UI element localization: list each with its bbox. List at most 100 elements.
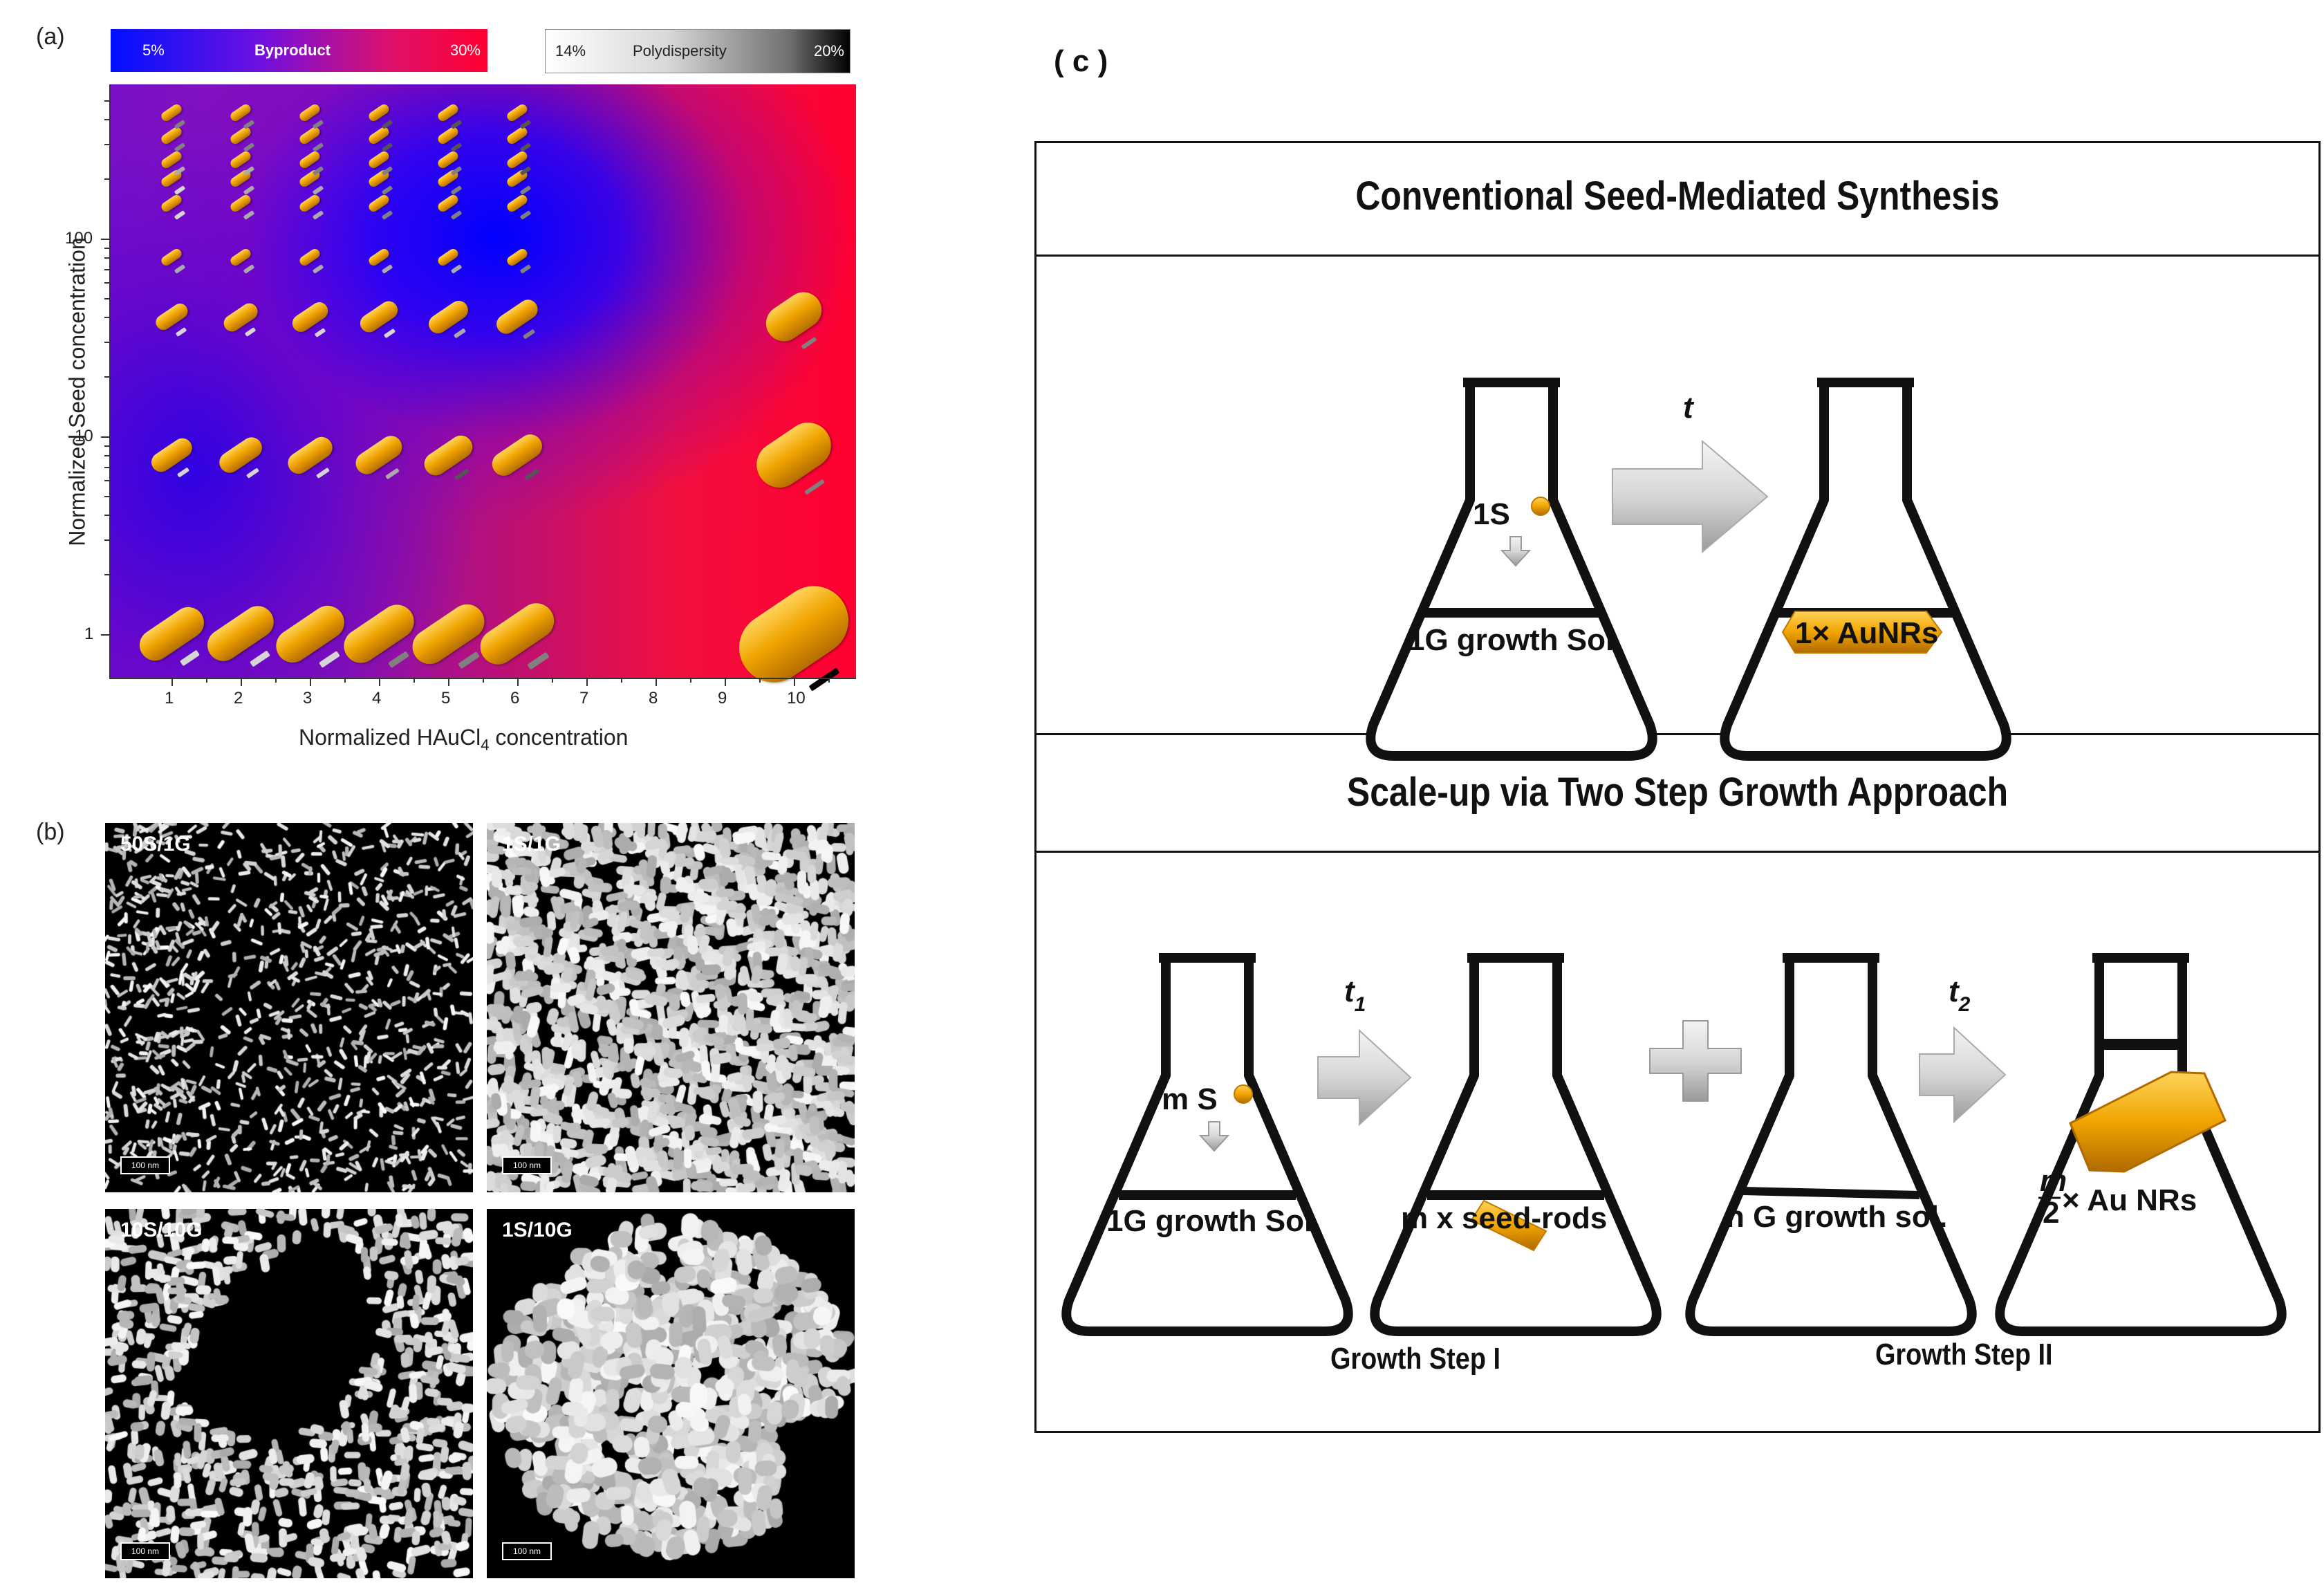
fraction-denominator: 2 bbox=[2043, 1196, 2059, 1230]
x-tick-label: 2 bbox=[234, 689, 243, 708]
right-arrow-icon bbox=[1317, 1028, 1412, 1127]
x-tick-label: 7 bbox=[579, 689, 589, 708]
y-minor-tick bbox=[104, 376, 109, 378]
divider bbox=[1034, 733, 2321, 735]
micrograph-1s-1g: 1S/1G 100 nm bbox=[487, 823, 855, 1192]
flask-step2-product bbox=[2000, 958, 2282, 1331]
conv-seed-label: 1S bbox=[1473, 497, 1510, 531]
y-axis-line bbox=[109, 84, 111, 678]
x-minor-tick bbox=[828, 678, 830, 683]
micrograph-1s-10g: 1S/10G 100 nm bbox=[487, 1209, 855, 1578]
flask-step1-product bbox=[1375, 958, 1657, 1331]
micrograph-10s-10g: 10S/10G 100 nm bbox=[105, 1209, 473, 1578]
x-tick bbox=[448, 678, 449, 686]
y-tick bbox=[101, 238, 109, 240]
conv-growth-label: 1G growth Sol. bbox=[1408, 623, 1622, 657]
y-tick-label: 100 bbox=[65, 228, 93, 248]
y-minor-tick bbox=[104, 144, 109, 146]
x-minor-tick bbox=[206, 678, 207, 683]
x-tick bbox=[656, 678, 657, 686]
divider bbox=[1034, 851, 2321, 853]
y-minor-tick bbox=[104, 539, 109, 542]
down-arrow-icon bbox=[1198, 1121, 1230, 1152]
step1-growth-label: 1G growth Sol. bbox=[1106, 1204, 1321, 1238]
y-minor-tick bbox=[104, 317, 109, 319]
scale-bar: 100 nm bbox=[120, 1542, 170, 1560]
x-minor-tick bbox=[344, 678, 346, 683]
growth-step-2-label: Growth Step II bbox=[1875, 1338, 2053, 1371]
x-minor-tick bbox=[759, 678, 761, 683]
y-tick-label: 10 bbox=[75, 426, 93, 445]
scale-bar: 100 nm bbox=[120, 1156, 170, 1174]
scale-bar: 100 nm bbox=[502, 1542, 552, 1560]
x-tick bbox=[794, 678, 795, 686]
right-arrow-icon bbox=[1919, 1026, 2007, 1124]
panel-a-label: (a) bbox=[36, 24, 65, 50]
y-minor-tick bbox=[104, 342, 109, 344]
byproduct-max: 30% bbox=[449, 41, 481, 59]
flask-conventional-seed bbox=[1370, 382, 1653, 756]
x-tick bbox=[379, 678, 380, 686]
y-minor-tick bbox=[104, 268, 109, 270]
x-tick-label: 3 bbox=[303, 689, 313, 708]
micrograph-tag: 1S/10G bbox=[502, 1219, 573, 1241]
plus-icon bbox=[1649, 1020, 1742, 1102]
seed-particle-icon bbox=[1531, 497, 1550, 516]
growth-step-1-label: Growth Step I bbox=[1330, 1342, 1500, 1376]
seed-particle-icon bbox=[1234, 1084, 1253, 1104]
conv-product-label: 1× AuNRs bbox=[1795, 616, 1938, 650]
x-tick bbox=[171, 678, 173, 686]
x-tick-label: 9 bbox=[718, 689, 727, 708]
y-minor-tick bbox=[104, 480, 109, 481]
y-minor-tick bbox=[104, 178, 109, 181]
large-nanorod-icon bbox=[2069, 1071, 2227, 1173]
y-minor-tick bbox=[104, 495, 109, 497]
heatmap-plot-area bbox=[109, 84, 856, 678]
step2-growth-label: n G growth sol. bbox=[1726, 1200, 1947, 1234]
right-arrow-icon bbox=[1612, 439, 1769, 554]
x-tick-label: 8 bbox=[649, 689, 658, 708]
step1-time-label: t1 bbox=[1344, 974, 1366, 1016]
micrograph-tag: 1S/1G bbox=[502, 833, 561, 856]
x-minor-tick bbox=[621, 678, 622, 683]
micrograph-50s-1g: 50S/1G 100 nm bbox=[105, 823, 473, 1192]
panel-c-label: ( c ) bbox=[1054, 44, 1108, 78]
gold-nanorod-icon bbox=[1781, 611, 1943, 654]
y-tick bbox=[101, 634, 109, 636]
y-minor-tick bbox=[104, 515, 109, 517]
byproduct-title: Byproduct bbox=[254, 41, 331, 59]
y-minor-tick bbox=[104, 445, 109, 447]
polydispersity-colorbar: 14% Polydispersity 20% bbox=[545, 29, 850, 73]
x-tick-label: 6 bbox=[510, 689, 520, 708]
x-tick bbox=[310, 678, 311, 686]
flask-conventional-product bbox=[1725, 382, 2007, 756]
y-minor-tick bbox=[104, 455, 109, 457]
scheme-frame bbox=[1034, 141, 2321, 1433]
y-minor-tick bbox=[104, 466, 109, 468]
y-minor-tick bbox=[104, 119, 109, 121]
polydispersity-title: Polydispersity bbox=[633, 42, 727, 59]
x-axis-title: Normalized HAuCl4 concentration bbox=[299, 725, 629, 754]
x-tick-label: 10 bbox=[787, 689, 806, 708]
x-minor-tick bbox=[483, 678, 484, 683]
y-minor-tick bbox=[104, 247, 109, 249]
micrograph-tag: 10S/10G bbox=[120, 1219, 203, 1241]
scale-bar: 100 nm bbox=[502, 1156, 552, 1174]
x-minor-tick bbox=[690, 678, 691, 683]
step2-product-label: × Au NRs bbox=[2062, 1183, 2197, 1217]
x-minor-tick bbox=[275, 678, 277, 683]
flask-step2-growth bbox=[1690, 958, 1972, 1331]
fraction-numerator: m bbox=[2040, 1164, 2067, 1198]
x-tick bbox=[586, 678, 588, 686]
y-minor-tick bbox=[104, 257, 109, 259]
conv-time-label: t bbox=[1683, 391, 1695, 425]
byproduct-min: 5% bbox=[142, 41, 165, 59]
panel-b-label: (b) bbox=[36, 819, 65, 845]
y-minor-tick bbox=[104, 297, 109, 299]
y-tick bbox=[101, 436, 109, 438]
flask-step1-seed bbox=[1066, 958, 1348, 1331]
x-tick bbox=[241, 678, 242, 686]
x-tick bbox=[725, 678, 726, 686]
x-minor-tick bbox=[413, 678, 415, 683]
x-tick-label: 4 bbox=[372, 689, 382, 708]
